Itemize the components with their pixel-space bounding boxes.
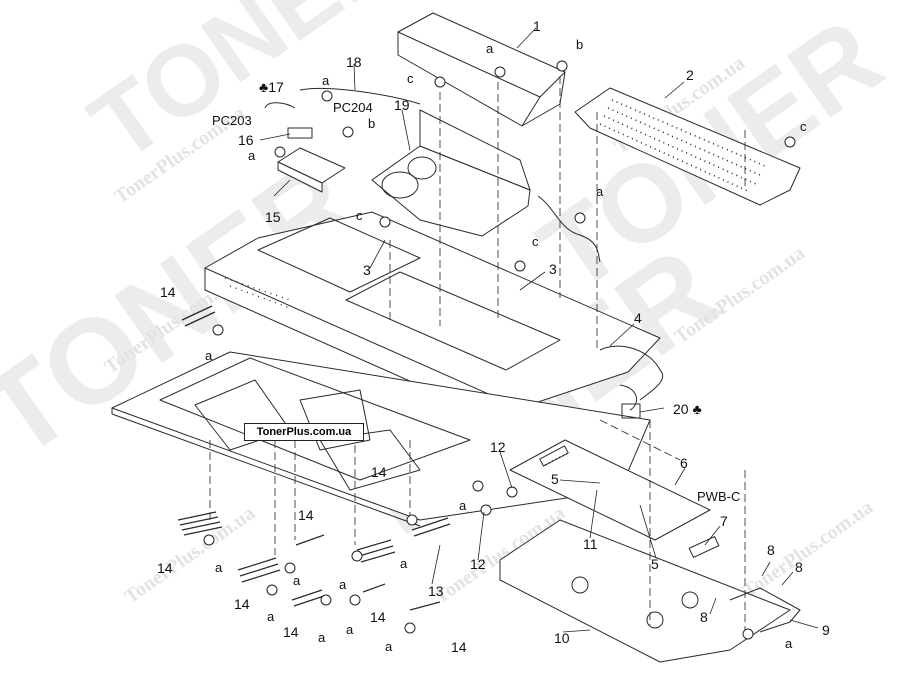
callout-14a: 14 bbox=[160, 284, 176, 300]
label-c: c bbox=[407, 71, 414, 86]
label-a: a bbox=[346, 622, 354, 637]
label-a: a bbox=[385, 639, 393, 654]
label-a: a bbox=[205, 348, 213, 363]
part-7-connector bbox=[688, 536, 720, 558]
callout-8b: 8 bbox=[795, 559, 803, 575]
label-pc203: PC203 bbox=[212, 113, 252, 128]
label-a: a bbox=[267, 609, 275, 624]
label-a: a bbox=[248, 148, 256, 163]
callout-11: 11 bbox=[583, 536, 598, 552]
callout-14b: 14 bbox=[157, 560, 173, 576]
label-a: a bbox=[318, 630, 326, 645]
callout-12b: 12 bbox=[470, 556, 486, 572]
callout-17: ♣17 bbox=[259, 79, 284, 95]
part-9-rail bbox=[729, 587, 801, 633]
callout-5a: 5 bbox=[551, 471, 559, 487]
callout-14e: 14 bbox=[283, 624, 299, 640]
part-4-harness bbox=[599, 345, 663, 401]
label-c: c bbox=[356, 208, 363, 223]
label-a: a bbox=[459, 498, 467, 513]
cable bbox=[537, 195, 601, 263]
label-c: c bbox=[532, 234, 539, 249]
callout-7: 7 bbox=[720, 513, 728, 529]
callout-8a: 8 bbox=[767, 542, 775, 558]
screws bbox=[203, 60, 796, 640]
label-c: c bbox=[800, 119, 807, 134]
label-a: a bbox=[486, 41, 494, 56]
callout-19: 19 bbox=[394, 97, 410, 113]
label-a: a bbox=[400, 556, 408, 571]
callout-16: 16 bbox=[238, 132, 254, 148]
label-b: b bbox=[368, 116, 376, 131]
callout-3b: 3 bbox=[549, 261, 557, 277]
callout-9: 9 bbox=[822, 622, 830, 638]
label-a: a bbox=[215, 560, 223, 575]
part-2-plate bbox=[574, 87, 801, 206]
callout-14d: 14 bbox=[298, 507, 314, 523]
label-a: a bbox=[785, 636, 793, 651]
callout-4: 4 bbox=[634, 310, 642, 326]
label-pwb-c: PWB-C bbox=[697, 489, 741, 504]
callout-12a: 12 bbox=[490, 439, 506, 455]
callout-14c: 14 bbox=[234, 596, 250, 612]
callout-13: 13 bbox=[428, 583, 444, 599]
callout-3a: 3 bbox=[363, 262, 371, 278]
part-14-springs bbox=[177, 305, 451, 611]
callout-10: 10 bbox=[554, 630, 570, 646]
site-badge: TonerPlus.com.ua bbox=[244, 423, 364, 441]
callout-14g: 14 bbox=[370, 609, 386, 625]
callout-6: 6 bbox=[680, 455, 688, 471]
part-15-bracket bbox=[264, 87, 421, 193]
part-10-tray bbox=[499, 519, 791, 663]
label-pc204: PC204 bbox=[333, 100, 373, 115]
callout-1: 1 bbox=[533, 18, 541, 34]
callout-14h: 14 bbox=[451, 639, 467, 655]
callout-18: 18 bbox=[346, 54, 362, 70]
part-20-harness bbox=[619, 384, 638, 411]
callout-14f: 14 bbox=[371, 464, 387, 480]
callout-8c: 8 bbox=[700, 609, 708, 625]
label-a: a bbox=[293, 573, 301, 588]
label-a: a bbox=[322, 73, 330, 88]
label-a: a bbox=[339, 577, 347, 592]
label-b: b bbox=[576, 37, 584, 52]
leader-lines bbox=[259, 27, 819, 633]
part-19-unit bbox=[371, 109, 531, 237]
part-6-pwb-c bbox=[509, 439, 711, 541]
callout-15: 15 bbox=[265, 209, 281, 225]
callout-5b: 5 bbox=[651, 556, 659, 572]
base-frame bbox=[111, 351, 651, 527]
callout-20: 20 ♣ bbox=[673, 401, 702, 417]
part-20-connector bbox=[621, 403, 641, 419]
label-a: a bbox=[596, 184, 604, 199]
alignment-lines bbox=[209, 76, 746, 636]
callout-2: 2 bbox=[686, 67, 694, 83]
